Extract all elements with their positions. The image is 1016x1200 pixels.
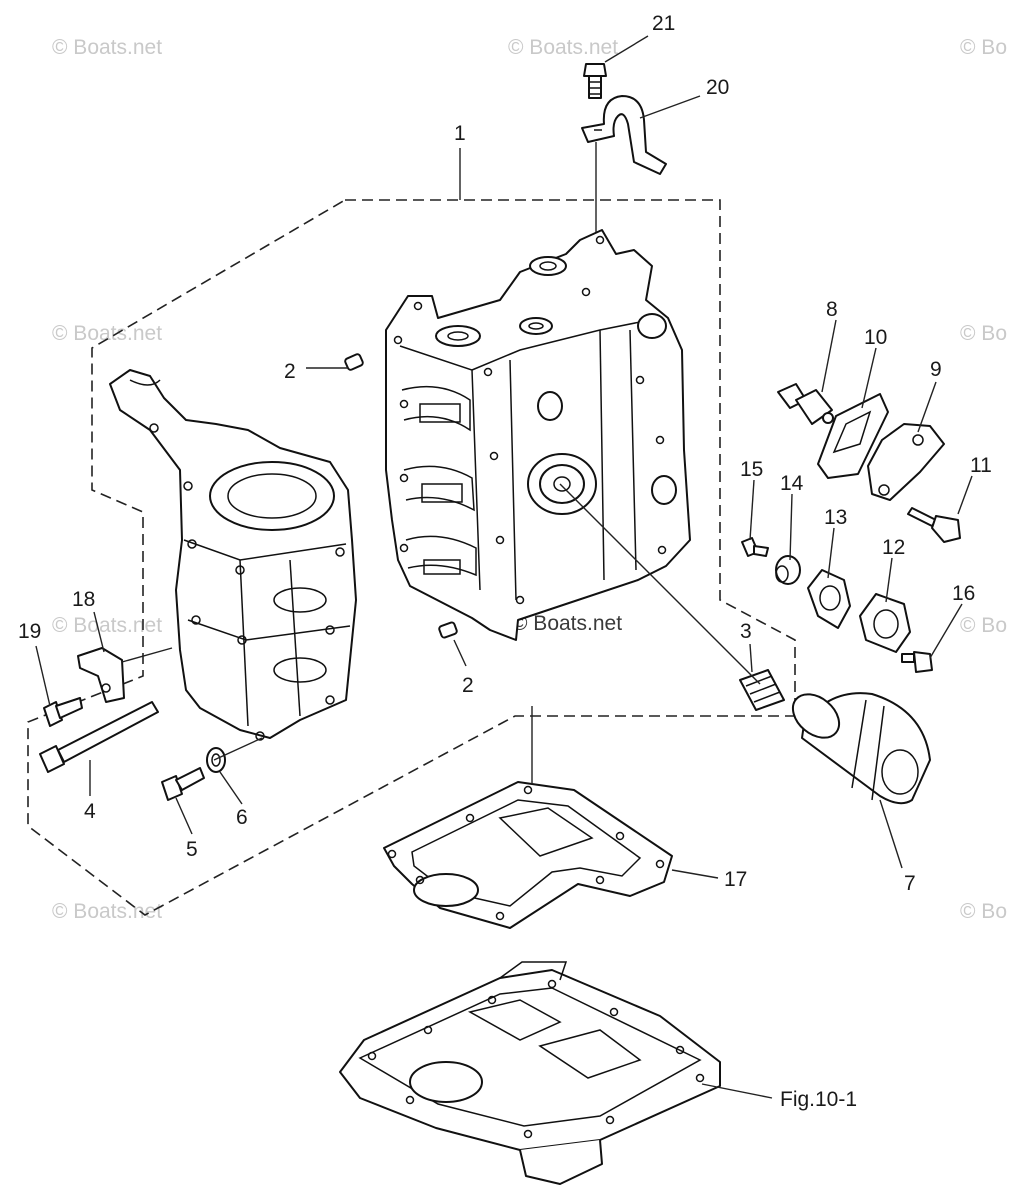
part-20-clamp	[581, 95, 667, 175]
callout-15: 15	[740, 458, 763, 481]
callout-3: 3	[740, 620, 752, 643]
part-8-sensor	[777, 383, 834, 425]
part-exhaust-guide-plate	[339, 961, 721, 1185]
callout-2-upper: 2	[284, 360, 296, 383]
part-12-cover	[859, 593, 911, 653]
part-16-bolt	[901, 651, 933, 673]
part-10-gasket	[817, 393, 889, 479]
callout-11: 11	[970, 454, 992, 477]
callout-17: 17	[724, 868, 747, 891]
callout-16: 16	[952, 582, 975, 605]
part-21-bolt	[583, 63, 607, 99]
callout-20: 20	[706, 76, 729, 99]
callout-7: 7	[904, 872, 916, 895]
callout-4: 4	[84, 800, 96, 823]
watermark-lower-left: © Boats.net	[52, 614, 162, 637]
watermark-top-center: © Boats.net	[508, 36, 618, 59]
part-15-bolt	[741, 537, 769, 557]
watermark-bottom-right: © Bo	[960, 900, 1007, 923]
callout-14: 14	[780, 472, 804, 495]
watermark-center: © Boats.net	[512, 612, 622, 635]
part-6-washer	[206, 747, 226, 773]
part-19-bolt	[43, 697, 83, 727]
figure-reference: Fig.10-1	[780, 1088, 857, 1111]
part-3-spring	[739, 669, 785, 711]
part-2-dowel-pins	[344, 353, 458, 639]
callout-13: 13	[824, 506, 847, 529]
callout-labels: 21 20 1 2 2 3 4 5 6 7 8 9 10 11 12 13 14…	[18, 12, 992, 1111]
part-5-bolt	[161, 767, 205, 801]
callout-5: 5	[186, 838, 198, 861]
callout-12: 12	[882, 536, 905, 559]
callout-21: 21	[652, 12, 675, 35]
part-14-collar	[775, 555, 801, 585]
part-11-bolt	[907, 507, 961, 543]
callout-19: 19	[18, 620, 41, 643]
callout-2-lower: 2	[462, 674, 474, 697]
callout-8: 8	[826, 298, 838, 321]
callout-18: 18	[72, 588, 95, 611]
part-18-bracket	[77, 647, 125, 703]
watermark-layer: © Boats.net © Boats.net © Bo © Boats.net…	[52, 36, 1007, 923]
watermark-top-left: © Boats.net	[52, 36, 162, 59]
watermark-mid-left: © Boats.net	[52, 322, 162, 345]
assembly-boundary-dashed	[27, 199, 796, 916]
callout-9: 9	[930, 358, 942, 381]
part-1-cylinder-block	[385, 229, 691, 641]
watermark-bottom-left: © Boats.net	[52, 900, 162, 923]
watermark-lower-right: © Bo	[960, 614, 1007, 637]
callout-1: 1	[454, 122, 466, 145]
part-7-oil-filter	[791, 692, 931, 805]
watermark-mid-right: © Bo	[960, 322, 1007, 345]
part-4-long-bolt	[39, 701, 159, 773]
leader-lines	[35, 35, 973, 1099]
part-17-gasket	[383, 781, 673, 929]
part-13-gasket	[807, 569, 851, 629]
part-crankcase-left	[109, 369, 357, 741]
watermark-top-right: © Bo	[960, 36, 1007, 59]
part-9-cover	[867, 423, 945, 501]
callout-10: 10	[864, 326, 887, 349]
callout-6: 6	[236, 806, 248, 829]
